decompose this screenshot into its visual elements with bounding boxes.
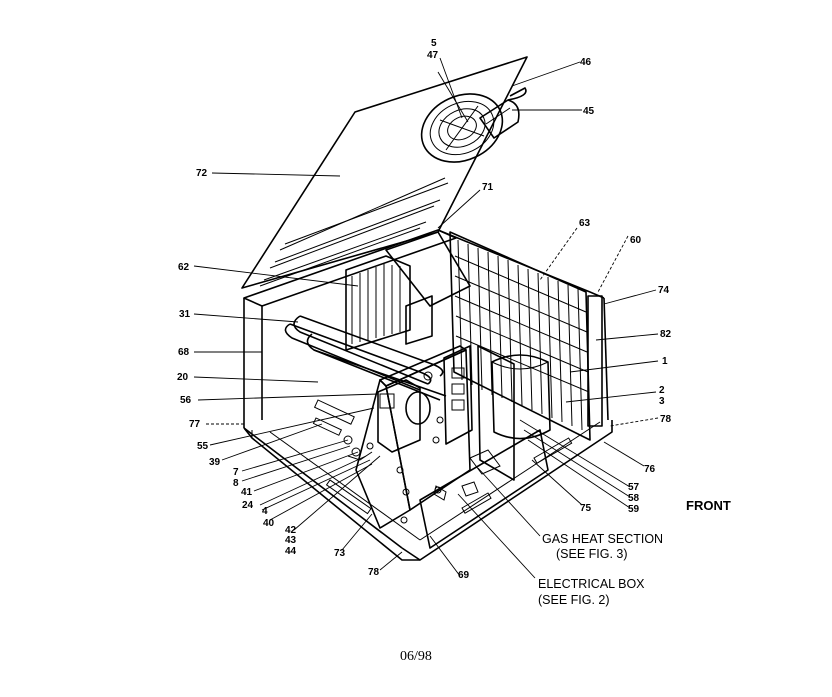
- callout-labels: 5 47 46 45 72 71 63 60 62 74 31 82 68 1 …: [177, 38, 672, 581]
- callout-60: 60: [630, 235, 642, 246]
- callout-45: 45: [583, 106, 595, 117]
- fan-motor: [479, 87, 527, 139]
- callout-59: 59: [628, 504, 640, 515]
- base-pan: [325, 437, 573, 515]
- callout-2: 2: [659, 385, 665, 396]
- callout-58: 58: [628, 493, 640, 504]
- heat-exchanger: [284, 315, 447, 401]
- callout-8: 8: [233, 478, 239, 489]
- callout-68: 68: [178, 347, 190, 358]
- control-bracket: [355, 345, 549, 549]
- captions: FRONT GAS HEAT SECTION (SEE FIG. 3) ELEC…: [538, 498, 731, 607]
- compressor: [491, 354, 551, 440]
- callout-20: 20: [177, 372, 189, 383]
- callout-40: 40: [263, 518, 275, 529]
- leader-lines: [193, 57, 659, 579]
- callout-56: 56: [180, 395, 192, 406]
- callout-3: 3: [659, 396, 665, 407]
- condenser-coil: [449, 231, 603, 441]
- callout-41: 41: [241, 487, 253, 498]
- callout-42: 42: [285, 525, 297, 536]
- callout-1: 1: [662, 356, 668, 367]
- callout-57: 57: [628, 482, 640, 493]
- callout-46: 46: [580, 57, 592, 68]
- callout-5: 5: [431, 38, 437, 49]
- callout-76: 76: [644, 464, 656, 475]
- top-panel: [241, 56, 528, 289]
- condenser-fan: [420, 93, 504, 163]
- gas-heat-section-ref: (SEE FIG. 3): [556, 547, 628, 561]
- electrical-box-label: ELECTRICAL BOX: [538, 577, 645, 591]
- blower-housing: [377, 379, 431, 453]
- callout-77: 77: [189, 419, 201, 430]
- callout-31: 31: [179, 309, 191, 320]
- callout-7: 7: [233, 467, 239, 478]
- front-label: FRONT: [686, 498, 731, 513]
- evaporator-section: [345, 231, 471, 351]
- gas-valve-parts: [312, 399, 501, 501]
- callout-4: 4: [262, 506, 268, 517]
- callout-75: 75: [580, 503, 592, 514]
- callout-43: 43: [285, 535, 297, 546]
- callout-39: 39: [209, 457, 221, 468]
- revision-date: 06/98: [400, 649, 432, 664]
- callout-44: 44: [285, 546, 297, 557]
- electrical-box-ref: (SEE FIG. 2): [538, 593, 610, 607]
- callout-82: 82: [660, 329, 672, 340]
- callout-47: 47: [427, 50, 439, 61]
- callout-63: 63: [579, 218, 591, 229]
- callout-78-right: 78: [660, 414, 672, 425]
- callout-72: 72: [196, 168, 208, 179]
- callout-69: 69: [458, 570, 470, 581]
- callout-62: 62: [178, 262, 190, 273]
- callout-55: 55: [197, 441, 209, 452]
- callout-24: 24: [242, 500, 254, 511]
- callout-71: 71: [482, 182, 494, 193]
- callout-74: 74: [658, 285, 670, 296]
- gas-heat-section-label: GAS HEAT SECTION: [542, 532, 663, 546]
- callout-78-bottom: 78: [368, 567, 380, 578]
- callout-73: 73: [334, 548, 346, 559]
